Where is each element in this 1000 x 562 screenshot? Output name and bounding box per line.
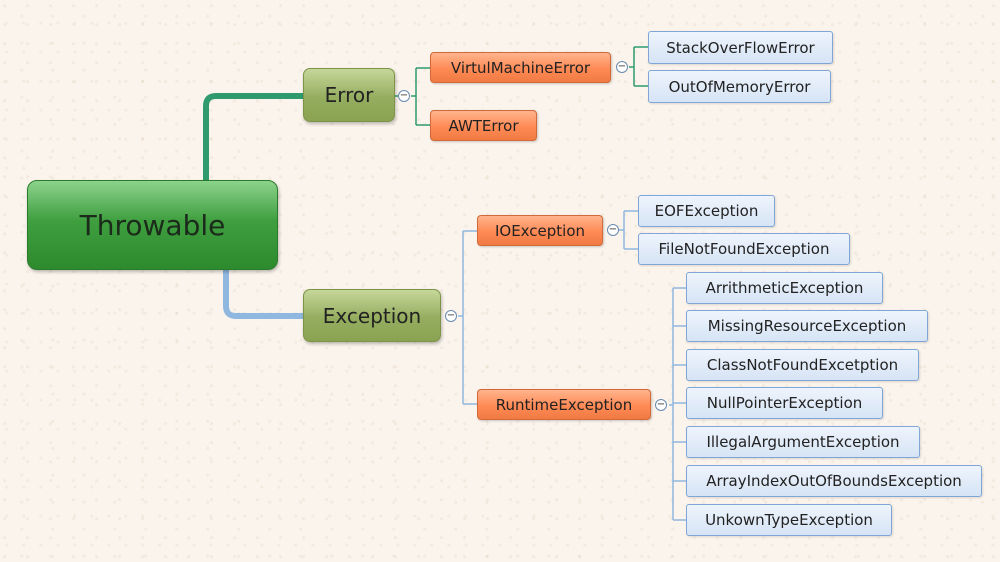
node-virtual-machine-error[interactable]: VirtulMachineError	[430, 52, 611, 83]
node-runtime-exception[interactable]: RuntimeException	[477, 389, 651, 420]
node-exception[interactable]: Exception	[303, 289, 441, 342]
node-out-of-memory-error[interactable]: OutOfMemoryError	[648, 70, 831, 103]
collapse-io-toggle-icon[interactable]: −	[607, 224, 619, 236]
node-io-exception[interactable]: IOException	[477, 215, 603, 246]
node-arithmetic-exception[interactable]: ArrithmeticException	[686, 272, 883, 304]
collapse-error-toggle-icon[interactable]: −	[398, 90, 410, 102]
node-error[interactable]: Error	[303, 68, 395, 122]
link-root-error	[203, 93, 303, 180]
collapse-exception-toggle-icon[interactable]: −	[445, 310, 457, 322]
collapse-vme-toggle-icon[interactable]: −	[616, 61, 628, 73]
node-throwable[interactable]: Throwable	[27, 180, 278, 270]
link-io-children	[619, 210, 638, 250]
node-array-index-out-of-bounds-exception[interactable]: ArrayIndexOutOfBoundsException	[686, 465, 982, 497]
node-class-not-found-exception[interactable]: ClassNotFoundExcetption	[686, 349, 919, 381]
node-missing-resource-exception[interactable]: MissingResourceException	[686, 310, 928, 342]
link-root-exception	[223, 270, 303, 319]
link-error-children	[411, 67, 430, 126]
node-null-pointer-exception[interactable]: NullPointerException	[686, 387, 883, 419]
collapse-runtime-toggle-icon[interactable]: −	[655, 399, 667, 411]
node-illegal-argument-exception[interactable]: IllegalArgumentException	[686, 426, 920, 458]
link-exception-children	[458, 230, 477, 405]
node-unknown-type-exception[interactable]: UnkownTypeException	[686, 504, 892, 536]
node-stack-overflow-error[interactable]: StackOverFlowError	[648, 31, 833, 64]
node-eof-exception[interactable]: EOFException	[638, 195, 775, 227]
node-awt-error[interactable]: AWTError	[430, 110, 537, 141]
link-runtime-children	[669, 287, 686, 521]
link-vme-children	[629, 46, 648, 87]
node-file-not-found-exception[interactable]: FileNotFoundException	[638, 233, 850, 265]
